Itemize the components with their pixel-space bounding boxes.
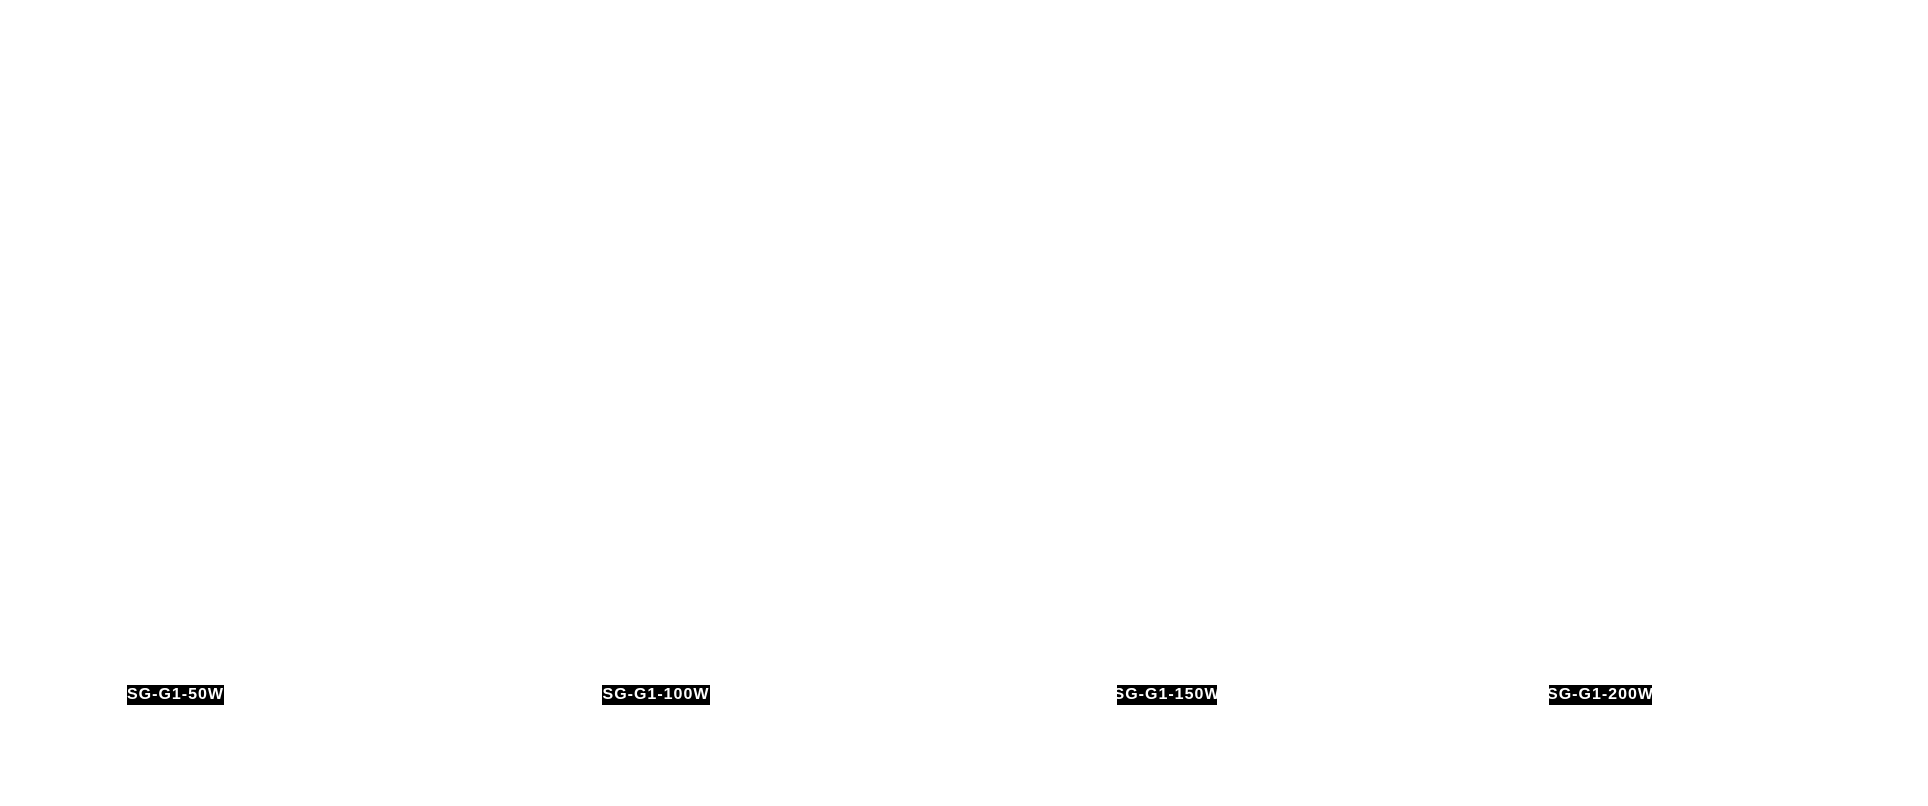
product-label-sg-g1-100w[interactable]: SG-G1-100W	[602, 685, 710, 705]
product-label-sg-g1-50w[interactable]: SG-G1-50W	[127, 685, 224, 705]
product-label-sg-g1-200w[interactable]: SG-G1-200W	[1549, 685, 1652, 705]
product-model-text: SG-G1-150W	[1117, 686, 1217, 703]
product-label-sg-g1-150w[interactable]: SG-G1-150W	[1117, 685, 1217, 705]
product-model-text: SG-G1-200W	[1549, 686, 1652, 703]
product-model-text: SG-G1-100W	[602, 686, 710, 703]
product-model-text: SG-G1-50W	[127, 686, 224, 703]
